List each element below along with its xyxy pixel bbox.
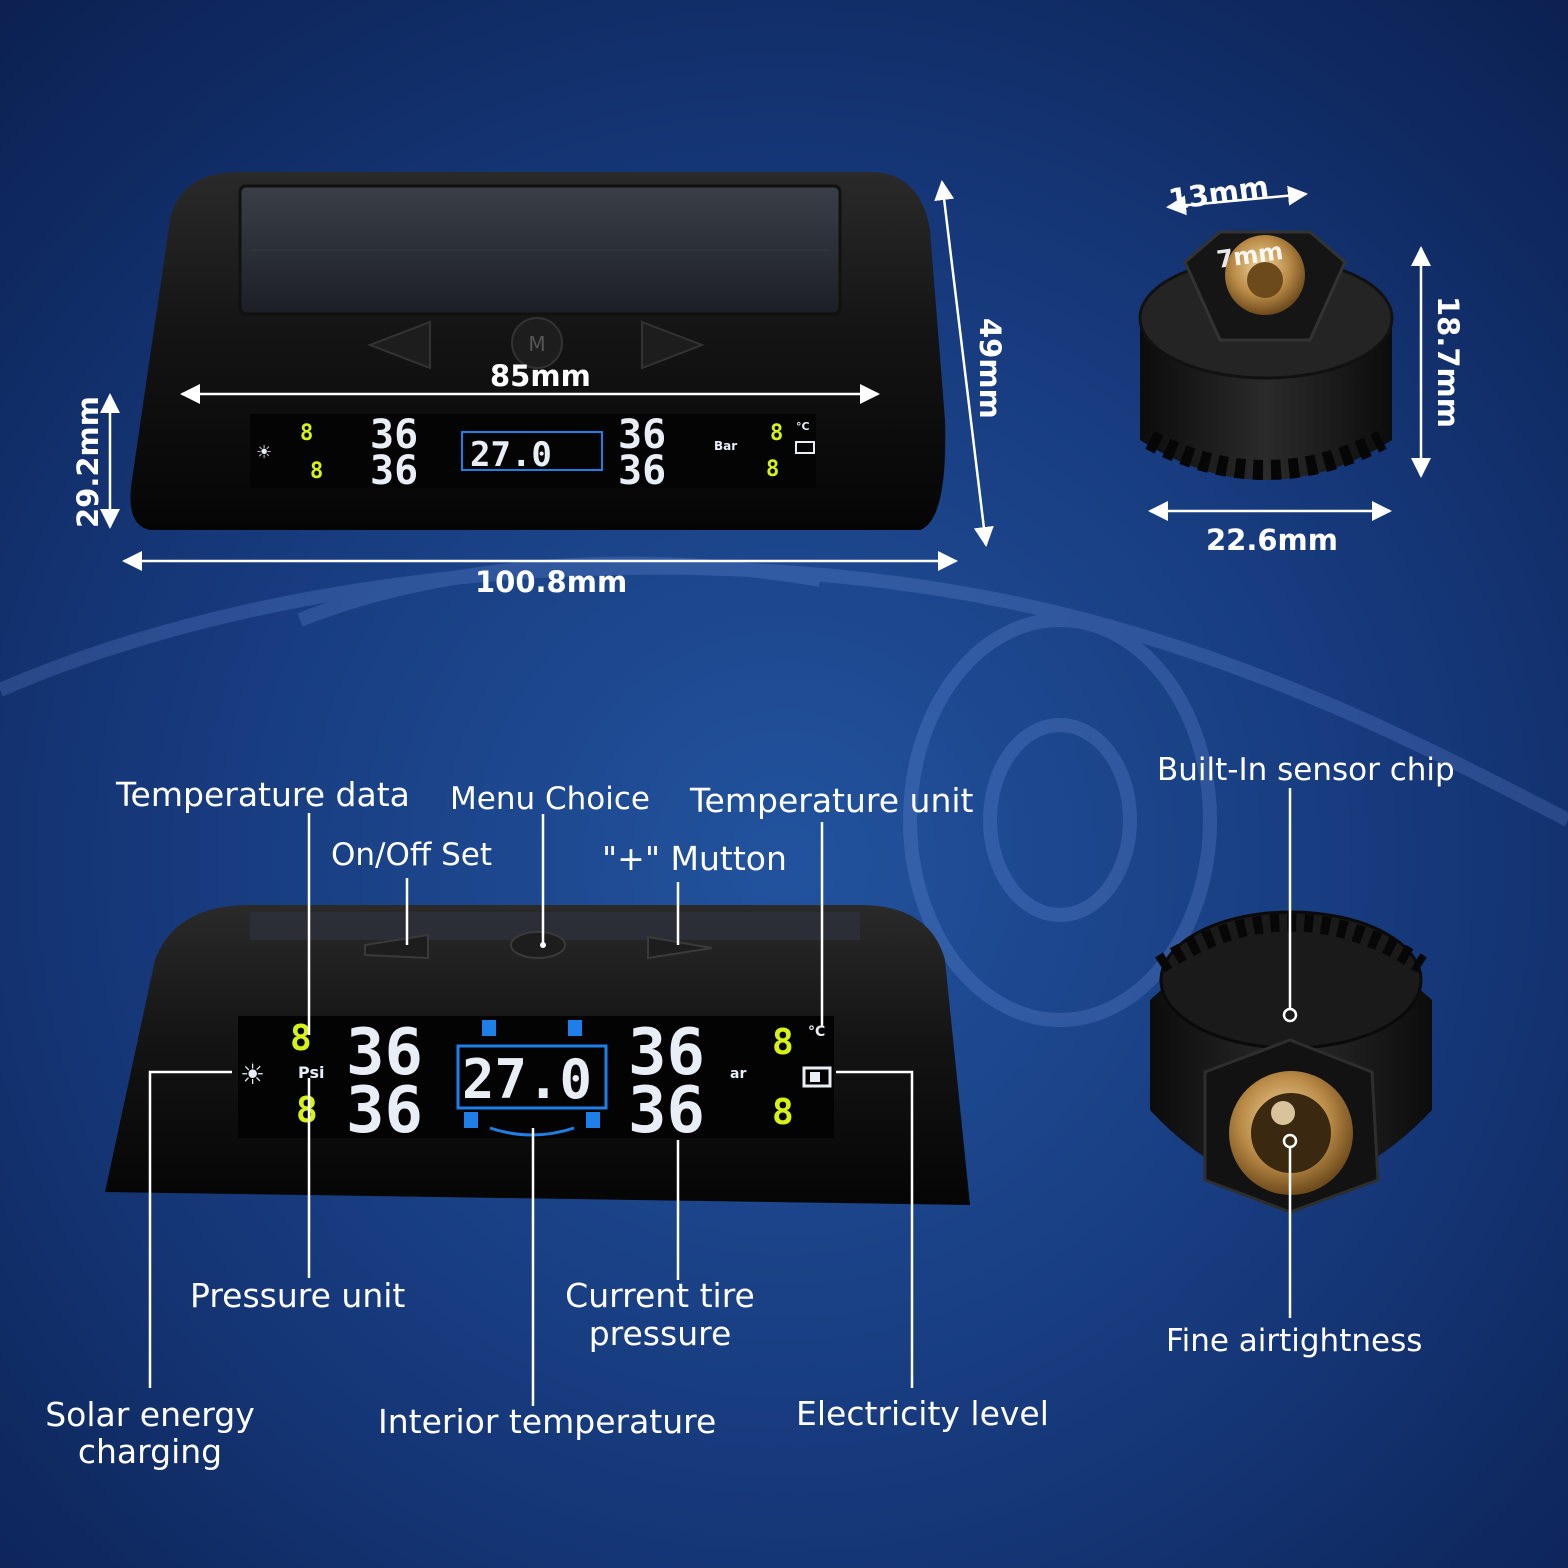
unit-ar: ar	[730, 1066, 746, 1082]
temp-rr: 8	[772, 1092, 794, 1133]
temp-fr-top: 8	[770, 421, 783, 446]
unit-bar-top: Bar	[714, 439, 737, 453]
sun-icon: ☀	[240, 1058, 265, 1091]
chip-marker	[1282, 1007, 1298, 1023]
label-pressure-unit: Pressure unit	[190, 1276, 406, 1315]
lcd-screen-top	[250, 414, 816, 488]
pressure-fl: 36	[346, 1016, 423, 1090]
pressure-rl-top: 36	[370, 448, 418, 494]
pressure-rl: 36	[346, 1074, 423, 1148]
temp-rl-top: 8	[310, 459, 323, 484]
temp-fl: 8	[290, 1018, 312, 1059]
unit-psi: Psi	[298, 1063, 324, 1082]
plus-button[interactable]	[647, 935, 713, 960]
battery-icon-top	[795, 441, 815, 454]
interior-temp-top: 27.0	[470, 435, 552, 475]
temp-fl-top: 8	[300, 421, 313, 446]
sun-icon-small: ☀	[256, 442, 272, 463]
center-box-top	[461, 431, 603, 471]
temp-fr: 8	[772, 1022, 794, 1063]
label-built-in-chip: Built-In sensor chip	[1157, 752, 1455, 788]
pressure-rr: 36	[628, 1074, 705, 1148]
pressure-fl-top: 36	[370, 412, 418, 458]
pressure-rr-top: 36	[618, 448, 666, 494]
menu-key-glyph: M	[528, 332, 545, 356]
dim-22mm: 22.6mm	[1206, 523, 1338, 557]
car-silhouette	[0, 556, 1568, 1027]
label-current-pressure-1: Current tire	[565, 1276, 755, 1315]
dim-18mm: 18.7mm	[1431, 296, 1465, 428]
label-solar-2: charging	[77, 1432, 223, 1471]
label-temperature-unit: Temperature unit	[690, 781, 974, 820]
label-fine-airtightness: Fine airtightness	[1166, 1323, 1423, 1359]
label-solar-1: Solar energy	[45, 1395, 255, 1434]
battery-icon	[802, 1066, 832, 1088]
dim-100mm: 100.8mm	[475, 565, 627, 599]
label-on-off-set: On/Off Set	[331, 837, 493, 873]
label-plus-button: "+" Mutton	[602, 839, 787, 878]
monitor-top-view: M ☀ 8 8 36 36 27.0 36 36 Bar 8 °C 8	[130, 172, 946, 530]
label-menu-choice: Menu Choice	[450, 781, 650, 817]
center-box-front	[456, 1044, 608, 1110]
sensor-top-view	[1138, 230, 1394, 480]
label-electricity-level: Electricity level	[796, 1394, 1049, 1433]
callout-lines	[148, 788, 1292, 1406]
menu-button-front[interactable]	[510, 931, 566, 959]
label-current-pressure-2: pressure	[588, 1314, 732, 1353]
label-interior-temperature: Interior temperature	[378, 1402, 717, 1441]
left-button[interactable]	[367, 320, 431, 370]
temp-rr-top: 8	[766, 457, 779, 482]
pressure-fr: 36	[628, 1016, 705, 1090]
dim-85mm: 85mm	[490, 359, 591, 393]
menu-button[interactable]	[511, 317, 563, 369]
monitor-front-view: ☀ 8 8 Psi 36 36 27.0 36 36 ar 8 °C 8	[105, 905, 970, 1205]
temp-rl: 8	[296, 1090, 318, 1131]
dim-49mm: 49mm	[973, 318, 1007, 419]
celsius-unit: °C	[808, 1024, 825, 1040]
right-button[interactable]	[641, 320, 705, 370]
pressure-fr-top: 36	[618, 412, 666, 458]
dim-29mm: 29.2mm	[71, 396, 105, 528]
lcd-screen-front	[238, 1016, 834, 1138]
valve-marker	[1282, 1133, 1298, 1149]
menu-marker	[540, 942, 546, 948]
celsius-top: °C	[796, 420, 810, 433]
label-temperature-data: Temperature data	[116, 775, 410, 814]
dimension-lines-top	[100, 180, 1431, 571]
interior-temp: 27.0	[462, 1048, 592, 1111]
